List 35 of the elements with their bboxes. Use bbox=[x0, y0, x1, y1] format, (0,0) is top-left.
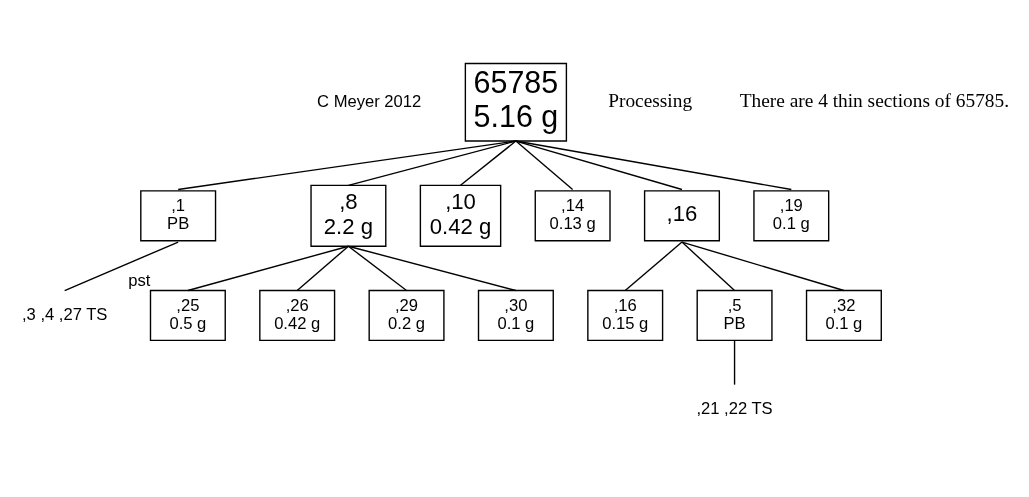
node-box: ,14 0.13 g bbox=[534, 189, 611, 241]
connector bbox=[515, 139, 574, 190]
node-box: 65785 5.16 g bbox=[464, 62, 568, 142]
connector bbox=[515, 139, 792, 190]
connector bbox=[515, 139, 683, 190]
connector bbox=[459, 139, 517, 186]
node-box: ,16 0.15 g bbox=[587, 289, 664, 341]
node-box: ,10 0.42 g bbox=[419, 184, 502, 247]
connector bbox=[347, 139, 517, 186]
node-label: pst bbox=[128, 270, 151, 290]
label: Processing bbox=[608, 89, 693, 111]
connector bbox=[64, 240, 179, 291]
connector bbox=[681, 240, 736, 291]
label: C Meyer 2012 bbox=[317, 91, 422, 111]
node-box: ,29 0.2 g bbox=[368, 289, 445, 341]
node-box: ,19 0.1 g bbox=[753, 189, 830, 241]
connector bbox=[296, 245, 350, 291]
node-box: ,25 0.5 g bbox=[149, 289, 226, 341]
label: There are 4 thin sections of 65785. bbox=[739, 89, 1010, 111]
connector bbox=[177, 139, 517, 190]
node-text: ,3 ,4 ,27 TS bbox=[21, 304, 108, 324]
node-box: ,32 0.1 g bbox=[805, 289, 882, 341]
connector bbox=[733, 339, 736, 385]
connector bbox=[347, 245, 408, 291]
connector bbox=[347, 245, 517, 291]
node-box: ,16 bbox=[643, 189, 721, 241]
node-box: ,26 0.42 g bbox=[259, 289, 336, 341]
connector bbox=[624, 240, 683, 291]
node-box: ,5 PB bbox=[696, 289, 773, 341]
node-box: ,8 2.2 g bbox=[310, 184, 387, 247]
connector bbox=[681, 240, 845, 291]
node-text: ,21 ,22 TS bbox=[696, 398, 773, 418]
connector bbox=[187, 245, 350, 291]
node-box: ,30 0.1 g bbox=[477, 289, 554, 341]
node-box: ,1 PB bbox=[140, 189, 217, 241]
